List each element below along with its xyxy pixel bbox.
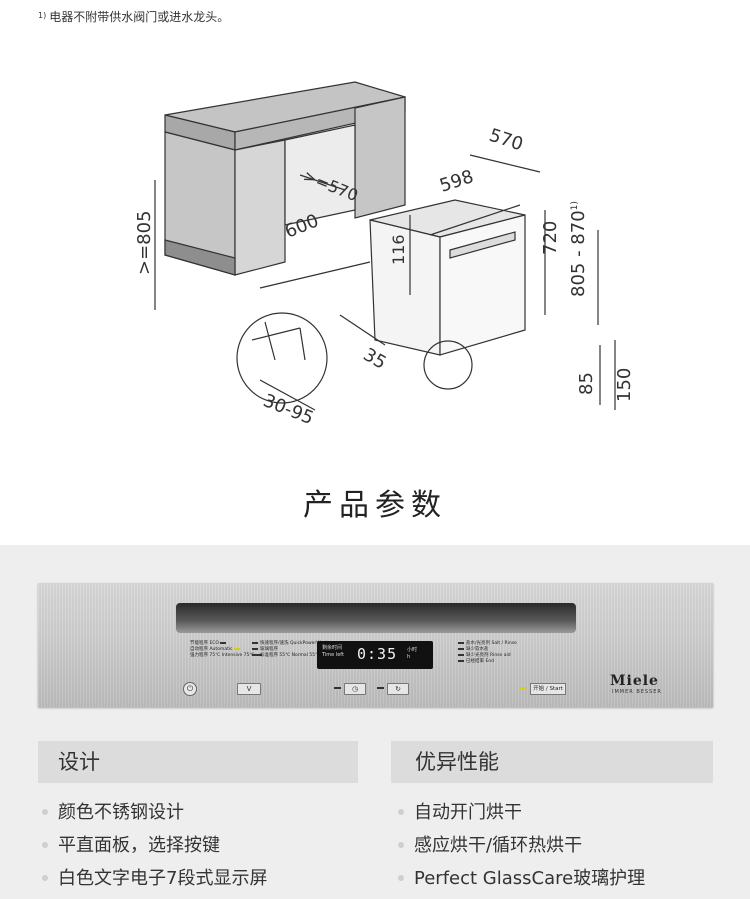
dim-570: 570 [486, 125, 525, 156]
display-time: 0:35 [357, 645, 398, 663]
design-feature-list: 颜色不锈钢设计 平直面板，选择按键 白色文字电子7段式显示屏 [42, 796, 267, 895]
door-handle [176, 603, 576, 633]
bullet-icon [398, 808, 404, 815]
indicator-no-salt: 缺少软水盐 [458, 647, 517, 653]
start-led [519, 687, 526, 689]
dim-85: 85 [576, 372, 597, 395]
bullet-icon [398, 874, 404, 881]
left-cabinet-side [234, 139, 286, 276]
option-normal[interactable]: 标准程序 55℃ Normal 55℃ [252, 653, 328, 659]
list-item: 自动开门烘干 [398, 796, 645, 829]
list-item: 颜色不锈钢设计 [42, 796, 267, 829]
cycle-button[interactable]: ↻ [387, 683, 409, 695]
list-item: 感应烘干/循环热烘干 [398, 829, 645, 862]
timer-button[interactable]: ◷ [344, 683, 366, 695]
installation-footnote: 1)电器不附带供水阀门或进水龙头。 [38, 8, 229, 25]
installation-dimension-diagram: >=570 600 >=805 570 598 116 720 805 - 87… [134, 81, 635, 429]
foot-detail-zoom [236, 312, 328, 404]
indicator-salt-rinse: 盐水/光亮剂 Salt / Rinse [458, 641, 517, 647]
footnote-text: 电器不附带供水阀门或进水龙头。 [49, 10, 230, 24]
dishwasher-control-panel: 节能程序 ECO 自动程序 Automatic 强力程序 75℃ Intensi… [38, 583, 713, 707]
option-intensive[interactable]: 强力程序 75℃ Intensive 75℃ [190, 653, 264, 659]
indicator-end: 已经结束 End [458, 659, 517, 665]
dim-35: 35 [360, 344, 390, 374]
bullet-icon [398, 841, 404, 848]
right-cabinet-side [354, 96, 406, 219]
dishwasher-handle [449, 231, 516, 259]
bullet-icon [42, 808, 48, 815]
performance-feature-list: 自动开门烘干 感应烘干/循环热烘干 Perfect GlassCare玻璃护理 [398, 796, 645, 895]
indicator-rinse-aid: 缺少光亮剂 Rinse aid [458, 653, 517, 659]
dim-805-870: 805 - 8701) [568, 201, 589, 297]
option-eco[interactable]: 节能程序 ECO [190, 641, 264, 647]
bullet-icon [42, 874, 48, 881]
bullet-icon [42, 841, 48, 848]
niche-back [284, 124, 356, 226]
start-button[interactable]: 开始 / Start [530, 683, 566, 695]
list-item: 平直面板，选择按键 [42, 829, 267, 862]
brand-slogan: IMMER BESSER [612, 689, 662, 695]
left-program-options: 节能程序 ECO 自动程序 Automatic 强力程序 75℃ Intensi… [190, 641, 264, 659]
left-cabinet-plinth [164, 239, 236, 276]
performance-header: 优异性能 [391, 741, 713, 783]
dim-ge805: >=805 [134, 210, 155, 275]
section-title: 产品参数 [303, 488, 447, 523]
dim-116: 116 [389, 234, 408, 265]
dim-150: 150 [614, 368, 635, 402]
status-indicators: 盐水/光亮剂 Salt / Rinse 缺少软水盐 缺少光亮剂 Rinse ai… [458, 641, 517, 665]
mid-program-options: 快速程序/速洗 QuickPowerWash 玻璃程序 标准程序 55℃ Nor… [252, 641, 328, 659]
option-automatic[interactable]: 自动程序 Automatic [190, 647, 264, 653]
list-item: Perfect GlassCare玻璃护理 [398, 862, 645, 895]
dim-598: 598 [437, 166, 476, 197]
option-glass[interactable]: 玻璃程序 [252, 647, 328, 653]
footnote-marker: 1) [38, 11, 47, 20]
list-item: 白色文字电子7段式显示屏 [42, 862, 267, 895]
foot-detail-circle [423, 340, 473, 390]
miele-logo: Miele [610, 673, 659, 689]
timer-led [334, 687, 341, 689]
design-header: 设计 [38, 741, 358, 783]
option-quickpowerwash[interactable]: 快速程序/速洗 QuickPowerWash [252, 641, 328, 647]
program-down-button[interactable]: V [237, 683, 261, 695]
cycle-led [377, 687, 384, 689]
dim-720: 720 [540, 221, 561, 255]
power-button[interactable]: ⏻ [183, 682, 197, 696]
